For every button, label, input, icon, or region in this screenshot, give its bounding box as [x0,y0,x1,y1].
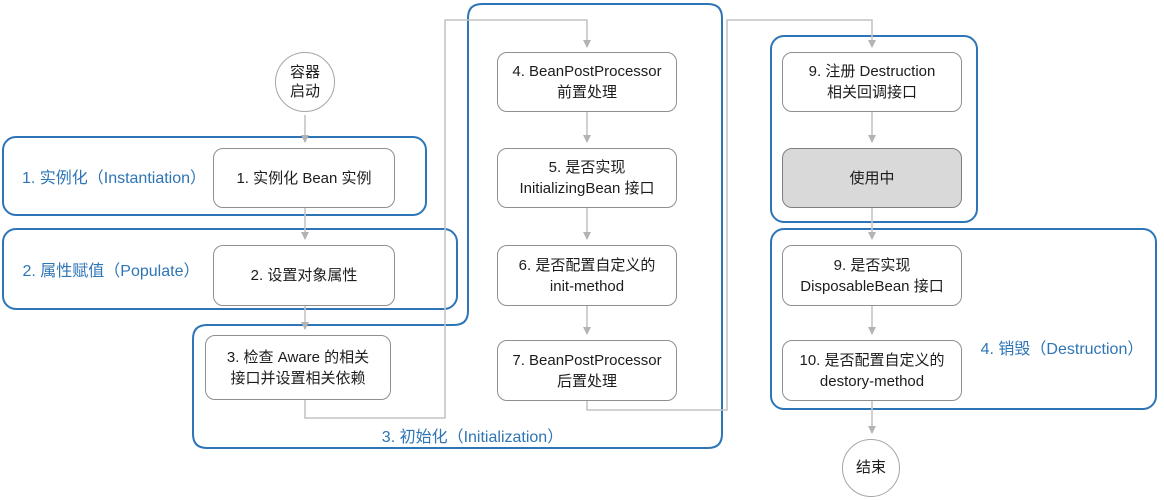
node-text: 前置处理 [556,84,617,101]
section-label-initialization: 3. 初始化（Initialization） [381,429,564,446]
node-check-aware: 3. 检查 Aware 的相关 接口并设置相关依赖 [205,335,391,400]
wire-b3-to-b4 [304,19,591,419]
start-circle-line2: 启动 [289,83,320,100]
node-text: init-method [549,277,625,295]
node-text: 使用中 [849,169,895,187]
start-circle-line1: 容器 [289,63,320,81]
node-set-properties: 2. 设置对象属性 [213,245,395,306]
node-text: 相关回调接口 [826,84,917,101]
node-init-method: 6. 是否配置自定义的 init-method [497,245,677,306]
node-text: 接口并设置相关依赖 [230,369,366,387]
section-inuse-container [770,35,978,223]
node-destroy-method: 10. 是否配置自定义的 destory-method [782,340,962,401]
wire-b7-to-b9a [586,19,876,411]
node-text: 2. 设置对象属性 [250,267,358,284]
section-label-populate: 2. 属性赋值（Populate） [22,263,200,280]
node-text: 5. 是否实现 [548,159,626,176]
node-text: 7. BeanPostProcessor [512,351,662,369]
node-initializingbean: 5. 是否实现 InitializingBean 接口 [497,148,677,208]
section-populate-container [2,228,458,310]
node-text: 4. BeanPostProcessor [512,63,662,80]
node-text: 3. 检查 Aware 的相关 [226,348,370,366]
start-circle: 容器 启动 [275,52,335,112]
section-label-destruction: 4. 销毁（Destruction） [980,341,1144,358]
section-destruction-container [770,228,1157,410]
node-text: 6. 是否配置自定义的 [518,256,656,274]
node-text: 后置处理 [556,372,617,390]
node-text: 10. 是否配置自定义的 [799,351,945,369]
node-disposablebean: 9. 是否实现 DisposableBean 接口 [782,245,962,306]
node-beanpostprocessor-before: 4. BeanPostProcessor 前置处理 [497,52,677,112]
node-text: destory-method [819,372,925,390]
node-beanpostprocessor-after: 7. BeanPostProcessor 后置处理 [497,340,677,401]
section-instantiation-container [2,136,427,216]
end-circle-label: 结束 [855,459,886,477]
node-text: 9. 是否实现 [833,256,911,274]
end-circle: 结束 [842,439,900,497]
node-text: 1. 实例化 Bean 实例 [236,169,372,187]
node-text: 9. 注册 Destruction [808,63,936,80]
node-text: DisposableBean 接口 [800,277,944,295]
node-register-destruction-callback: 9. 注册 Destruction 相关回调接口 [782,52,962,112]
section-initialization-container [192,3,723,449]
section-label-instantiation: 1. 实例化（Instantiation） [21,170,207,187]
node-text: InitializingBean 接口 [519,180,655,197]
node-instantiate-bean: 1. 实例化 Bean 实例 [213,148,395,208]
node-in-use: 使用中 [782,148,962,208]
